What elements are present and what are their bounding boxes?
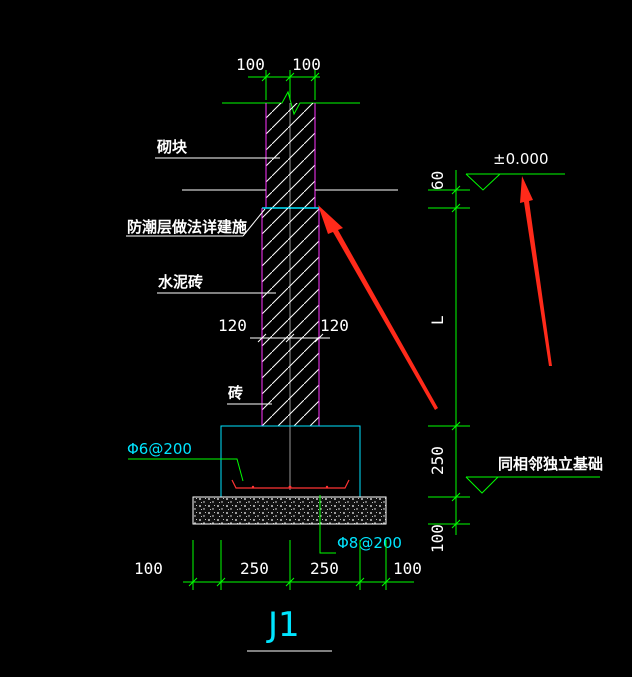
bottom-dimension: [183, 540, 414, 590]
elevation-marker: [465, 173, 565, 191]
dim-bottom-3: 250: [310, 559, 339, 578]
label-same-foundation: 同相邻独立基础: [498, 455, 603, 473]
dim-right-top: 60: [428, 171, 447, 190]
dim-right-lower: 250: [428, 446, 447, 475]
label-block: 砌块: [156, 138, 188, 156]
foundation-level-marker: [465, 476, 600, 494]
leader-lines: [126, 157, 280, 405]
dim-mid-left: 120: [218, 316, 247, 335]
dim-top-right: 100: [292, 55, 321, 74]
dim-bottom-4: 100: [393, 559, 422, 578]
label-rebar-bottom: Φ8@200: [337, 534, 402, 552]
concrete-cushion: [192, 496, 387, 525]
dim-right-bottom: 100: [428, 524, 447, 553]
dim-top-left: 100: [236, 55, 265, 74]
label-rebar-top: Φ6@200: [127, 440, 192, 458]
dim-bottom-1: 100: [134, 559, 163, 578]
rebar-leaders: [128, 458, 336, 554]
red-arrow-1: [318, 205, 438, 410]
label-elevation: ±0.000: [493, 150, 549, 168]
dim-bottom-2: 250: [240, 559, 269, 578]
lower-wall-outline: [261, 208, 320, 426]
label-damp-proof: 防潮层做法详建施: [127, 218, 247, 236]
label-cement-brick: 水泥砖: [158, 273, 203, 291]
red-arrow-2: [520, 176, 552, 366]
lower-wall-hatch: [262, 208, 319, 426]
right-dimension: [428, 170, 470, 535]
top-dimension: [248, 70, 320, 100]
rebar-dots: [251, 485, 329, 489]
label-brick: 砖: [228, 384, 243, 402]
upper-wall-hatch: [266, 103, 315, 208]
dim-mid-right: 120: [320, 316, 349, 335]
mid-dimension: [250, 333, 330, 343]
drawing-title: J1: [266, 605, 300, 645]
dim-right-mid: L: [428, 315, 447, 325]
